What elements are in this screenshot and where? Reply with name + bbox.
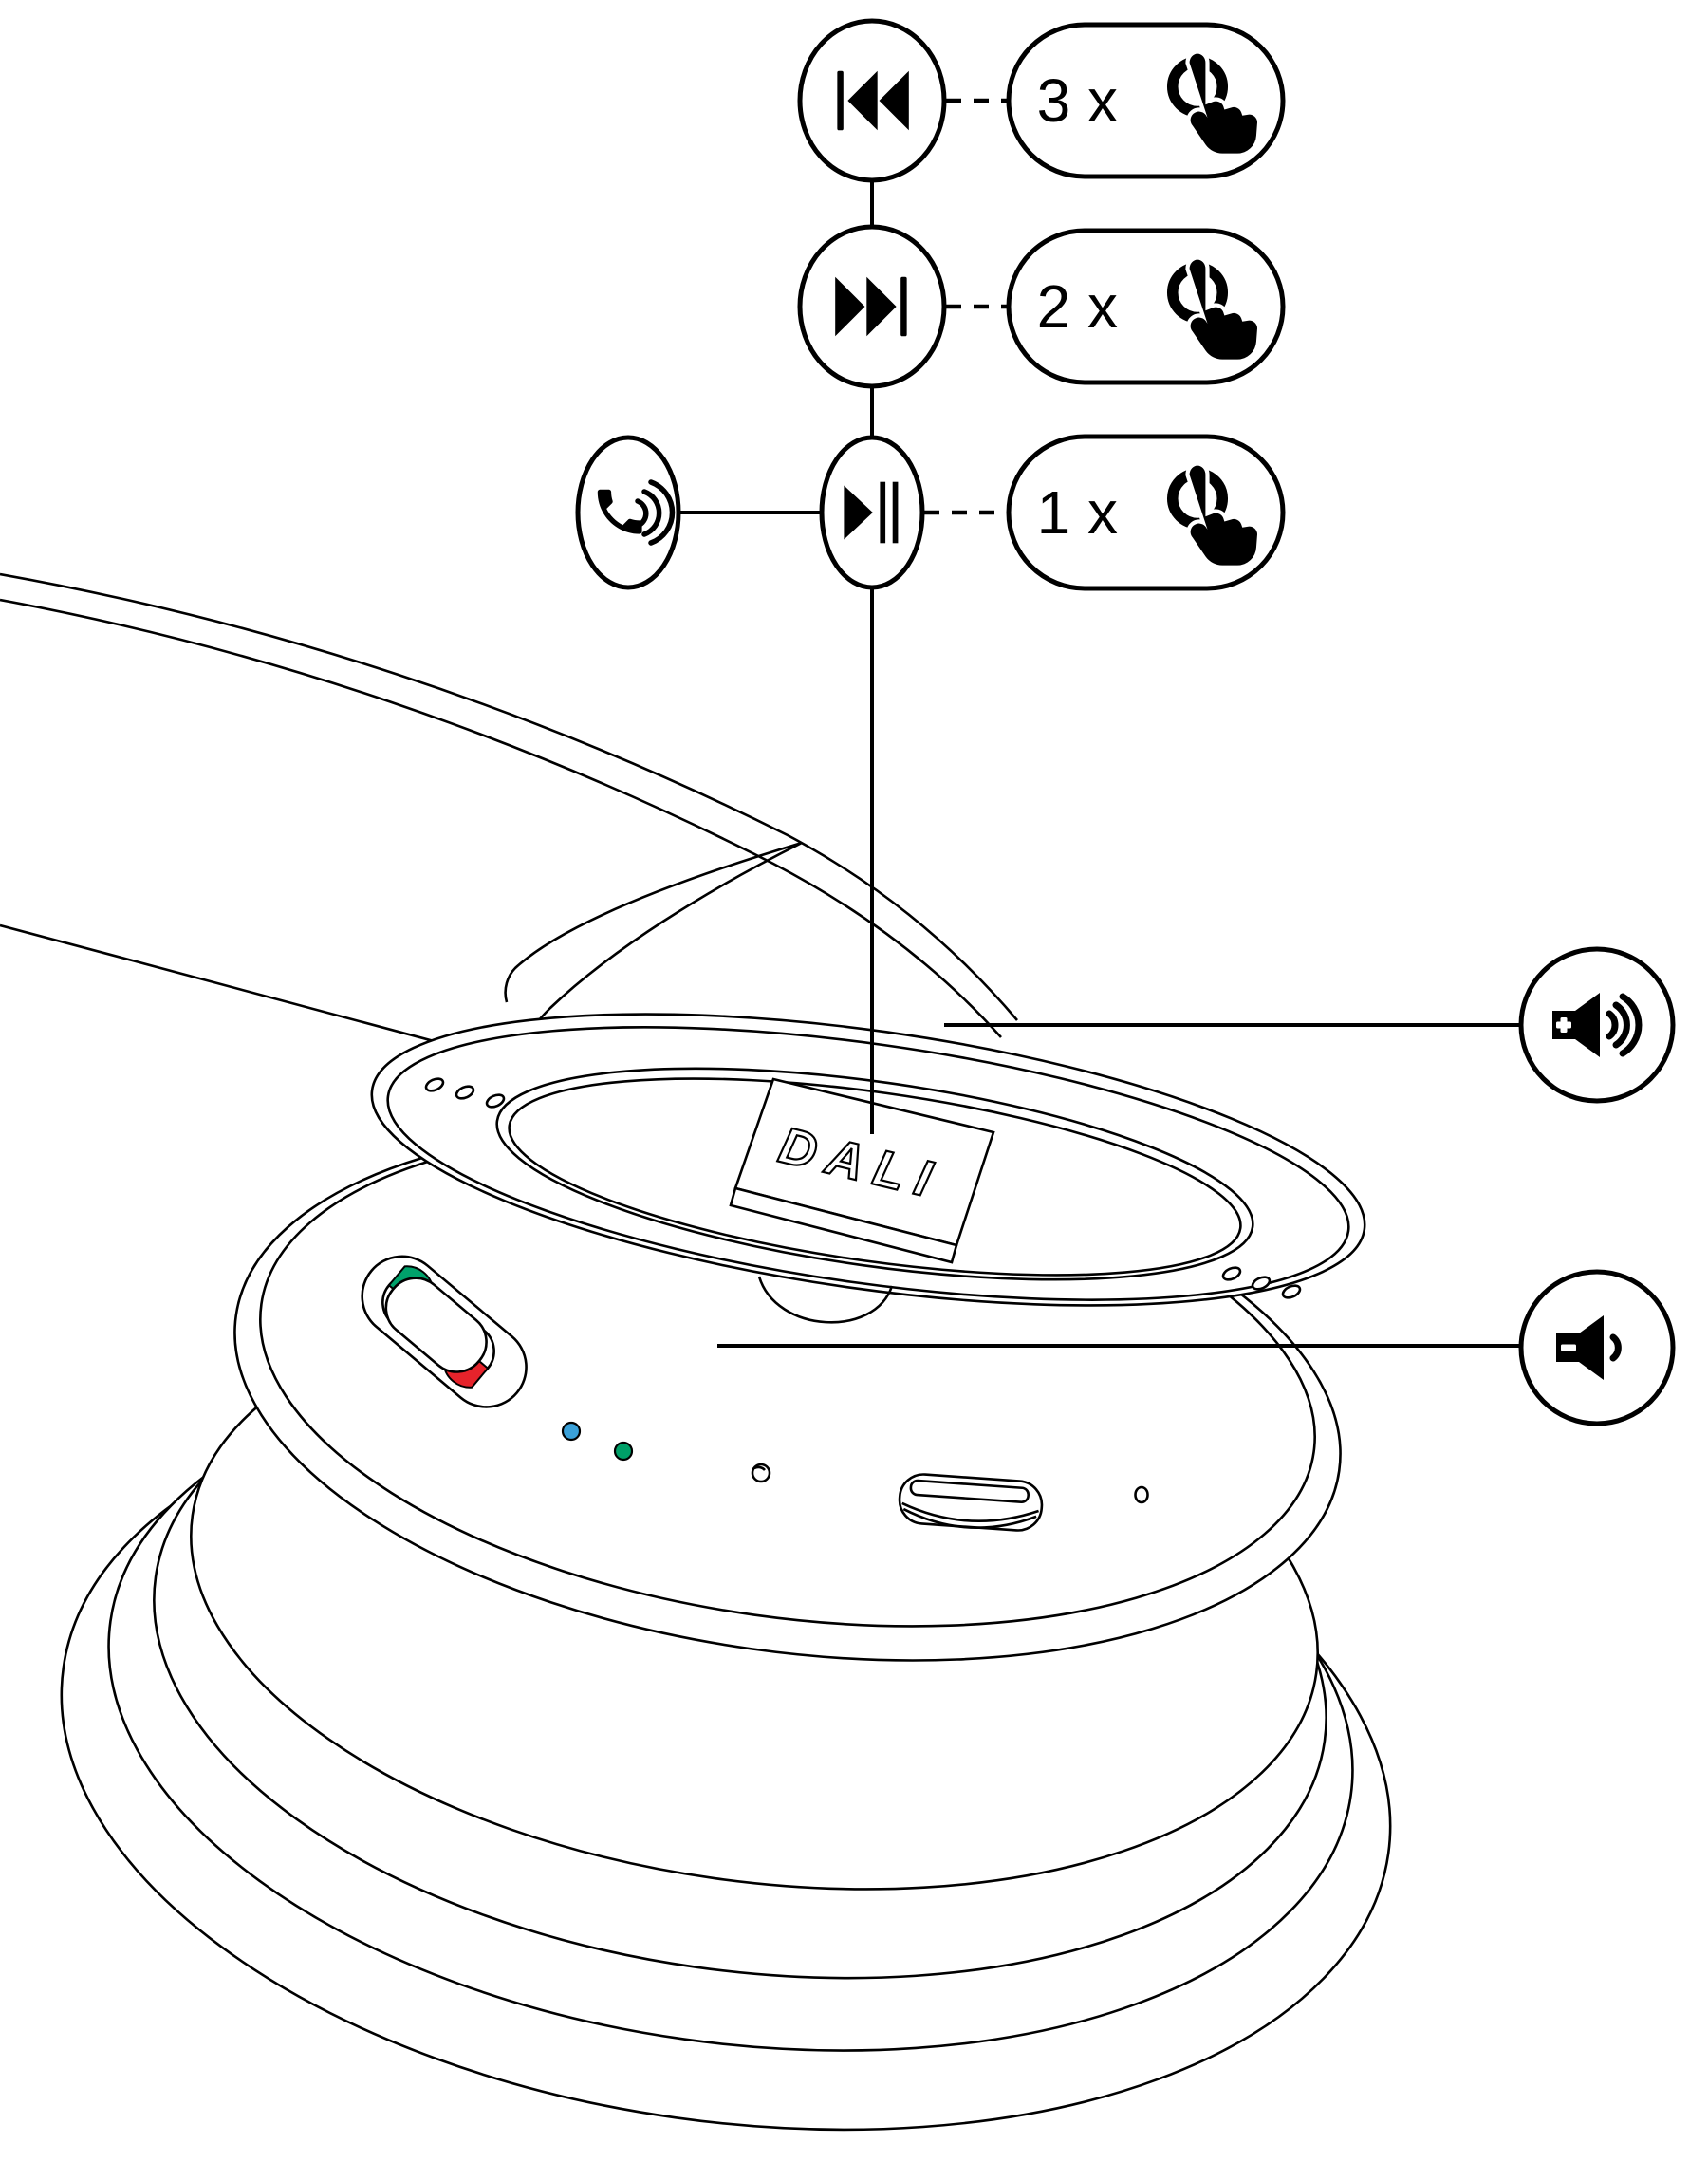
volume-down-icon	[1556, 1315, 1622, 1380]
callouts: 3 x 2 x	[575, 18, 1676, 1426]
tap-count-label: 3 x	[1037, 66, 1118, 135]
yoke-back-edge	[504, 841, 803, 1003]
hinge-notch	[757, 1276, 894, 1324]
tap-icon	[1166, 49, 1262, 158]
microphone-holes-right	[1221, 1266, 1302, 1299]
yoke-front-edge	[522, 841, 803, 1041]
previous-track-icon	[837, 70, 909, 131]
microphone-holes-left	[424, 1077, 506, 1109]
tap-count-label: 2 x	[1037, 272, 1118, 341]
phone-call-icon	[597, 479, 676, 546]
mic-hole-2	[1134, 1485, 1149, 1504]
power-switch[interactable]	[346, 1240, 543, 1424]
tap-icon	[1166, 255, 1262, 363]
tap-3x-pill: 3 x	[1006, 22, 1286, 179]
bluetooth-led	[561, 1421, 582, 1442]
mic-hole	[751, 1463, 771, 1483]
brand-plate: DALI	[729, 1077, 995, 1264]
headband	[0, 572, 1018, 1069]
switch-knob[interactable]	[375, 1266, 498, 1383]
phone-call-button[interactable]	[575, 435, 681, 590]
tap-count-label: 1 x	[1037, 478, 1118, 547]
previous-track-button[interactable]	[797, 18, 947, 183]
usb-c-port[interactable]	[898, 1473, 1044, 1533]
tap-2x-pill: 2 x	[1006, 228, 1286, 385]
tap-1x-pill: 1 x	[1006, 434, 1286, 591]
volume-down-button[interactable]	[1518, 1269, 1676, 1426]
play-pause-icon	[844, 481, 899, 544]
tap-icon	[1166, 461, 1262, 569]
touch-surface: DALI	[370, 1013, 1366, 1324]
next-track-icon	[835, 276, 907, 337]
play-pause-button[interactable]	[819, 435, 925, 590]
volume-up-button[interactable]	[1518, 946, 1676, 1104]
power-led	[613, 1441, 634, 1462]
next-track-button[interactable]	[797, 224, 947, 389]
volume-up-icon	[1552, 993, 1643, 1057]
